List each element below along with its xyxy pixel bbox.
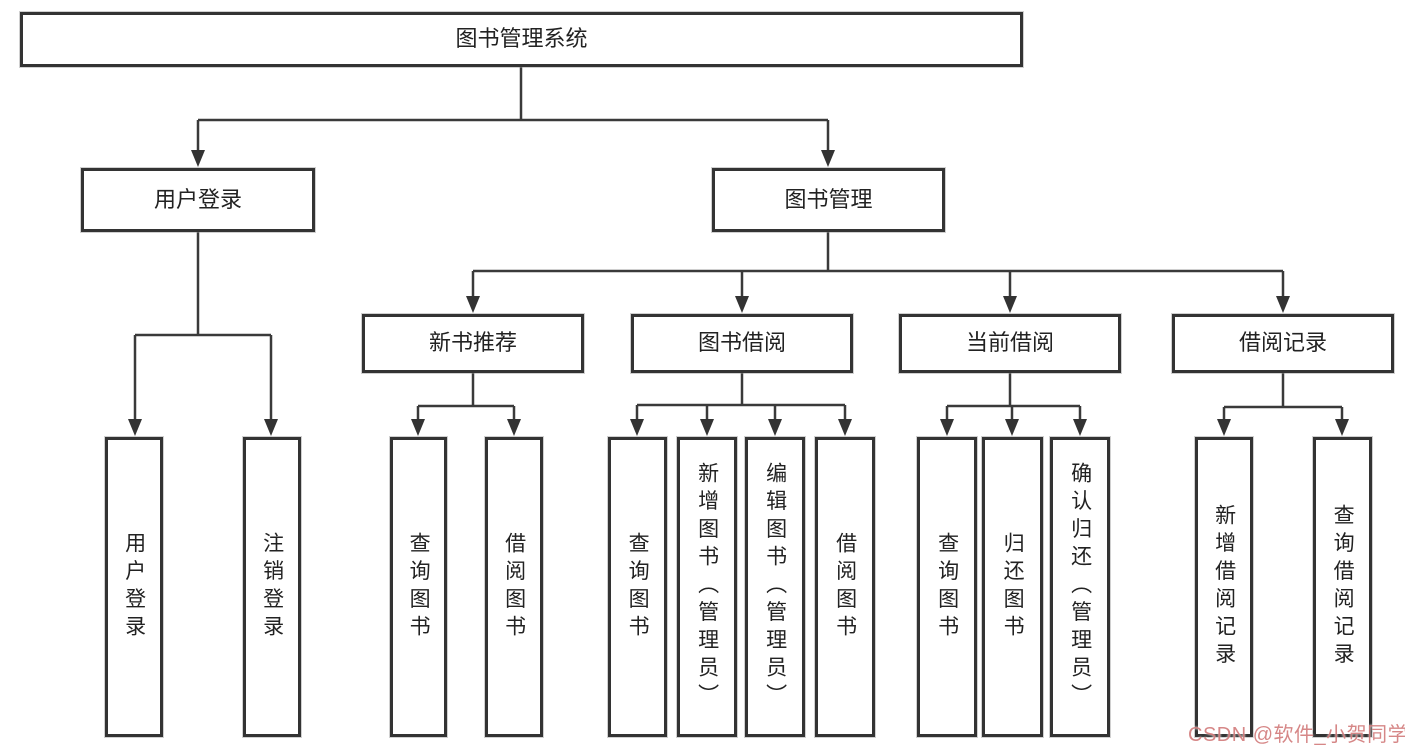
arrowhead: [700, 419, 714, 436]
node-borrow-books-recommend: 借阅图书: [485, 437, 543, 737]
node-label: 图书管理系统: [455, 26, 588, 52]
arrowhead: [1276, 296, 1290, 313]
arrowhead: [821, 150, 835, 167]
node-logout: 注销登录: [243, 437, 301, 737]
node-add-borrow-record: 新增借阅记录: [1195, 437, 1253, 737]
node-label: 借阅图书: [502, 531, 526, 643]
arrowhead: [1005, 419, 1019, 436]
node-query-books-borrow: 查询图书: [608, 437, 667, 737]
arrowhead: [630, 419, 644, 436]
node-query-books-recommend: 查询图书: [390, 437, 447, 737]
node-library-management-system: 图书管理系统: [20, 12, 1023, 67]
node-edit-books-admin: 编辑图书（管理员）: [745, 437, 805, 737]
node-label: 新增借阅记录: [1212, 503, 1236, 671]
node-label: 借阅图书: [833, 531, 857, 643]
arrowhead: [507, 419, 521, 436]
arrowhead: [735, 296, 749, 313]
node-book-borrowing: 图书借阅: [631, 314, 853, 373]
arrowhead: [1335, 419, 1349, 436]
arrowhead: [1073, 419, 1087, 436]
node-label: 用户登录: [122, 531, 146, 643]
node-label: 图书管理: [784, 186, 873, 212]
node-label: 注销登录: [260, 531, 284, 643]
arrowhead: [1217, 419, 1231, 436]
node-label: 查询图书: [626, 531, 650, 643]
node-label: 编辑图书（管理员）: [763, 462, 787, 712]
arrowhead: [411, 419, 425, 436]
node-user-login: 用户登录: [81, 168, 315, 232]
node-add-books-admin: 新增图书（管理员）: [677, 437, 737, 737]
node-label: 查询图书: [935, 531, 959, 643]
node-user-login-leaf: 用户登录: [105, 437, 163, 737]
node-query-borrow-record: 查询借阅记录: [1313, 437, 1372, 737]
arrowhead: [1003, 296, 1017, 313]
node-label: 借阅记录: [1238, 330, 1327, 356]
csdn-watermark: CSDN @软件_小贺同学: [1188, 724, 1405, 746]
node-label: 查询图书: [407, 531, 431, 643]
arrowhead: [466, 296, 480, 313]
arrowhead: [264, 419, 278, 436]
node-book-management: 图书管理: [712, 168, 945, 232]
arrowhead: [128, 419, 142, 436]
node-current-borrowing: 当前借阅: [899, 314, 1121, 373]
node-label: 归还图书: [1001, 531, 1025, 643]
node-label: 新书推荐: [428, 330, 517, 356]
node-borrowing-records: 借阅记录: [1172, 314, 1394, 373]
node-confirm-return-admin: 确认归还（管理员）: [1050, 437, 1110, 737]
node-return-books: 归还图书: [982, 437, 1043, 737]
node-label: 查询借阅记录: [1331, 503, 1355, 671]
arrowhead: [940, 419, 954, 436]
arrowhead: [768, 419, 782, 436]
node-borrow-books: 借阅图书: [815, 437, 875, 737]
arrowhead: [838, 419, 852, 436]
node-label: 当前借阅: [965, 330, 1054, 356]
node-query-books-current: 查询图书: [917, 437, 977, 737]
node-new-book-recommendation: 新书推荐: [362, 314, 584, 373]
arrowhead: [191, 150, 205, 167]
node-label: 图书借阅: [697, 330, 786, 356]
connector-paths: [133, 67, 1344, 422]
node-label: 新增图书（管理员）: [695, 462, 719, 712]
node-label: 用户登录: [153, 186, 242, 212]
node-label: 确认归还（管理员）: [1068, 462, 1092, 712]
arrowheads: [128, 150, 1349, 436]
